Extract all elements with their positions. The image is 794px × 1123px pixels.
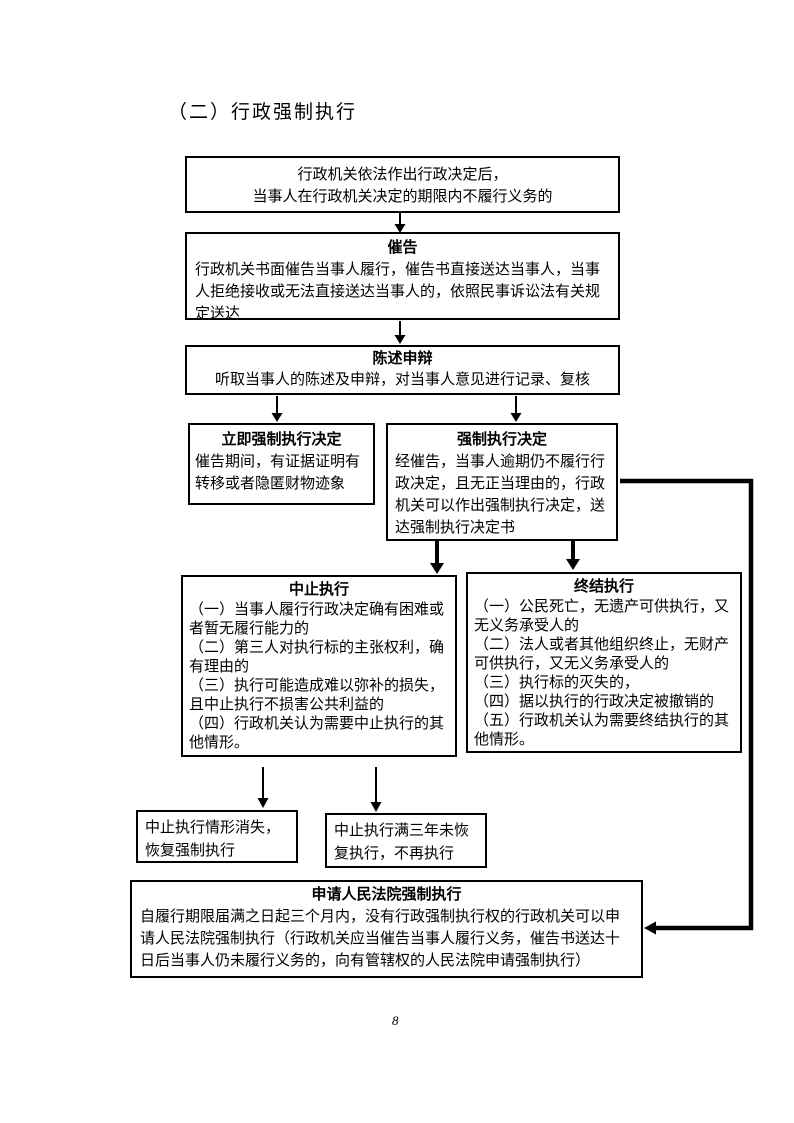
liji-title: 立即强制执行决定 [221,432,342,448]
page-number: 8 [392,1013,399,1028]
chenshu-title: 陈述申辩 [372,351,433,367]
mansan-body: 中止执行满三年未恢复执行，不再执行 [334,823,470,862]
zhongjie-item-4: （四）据以执行的行政决定被撤销的 [474,694,715,710]
qiangzhi-body: 经催告，当事人逾期仍不履行行政决定，且无正当理由的，行政机关可以作出强制执行决定… [395,454,606,536]
decision-line1: 行政机关依法作出行政决定后， [297,167,508,183]
chenshu-body: 听取当事人的陈述及申辩，对当事人意见进行记录、复核 [214,372,590,388]
arrow-decision-to-cuigao [394,213,406,233]
shenqing-title: 申请人民法院强制执行 [311,887,462,903]
box-cuigao-notice: 催告 行政机关书面催告当事人履行，催告书直接送达当事人，当事人拒绝接收或无法直接… [185,232,620,320]
arrow-qiangzhi-to-shenqing [620,478,754,935]
cuigao-body: 行政机关书面催告当事人履行，催告书直接送达当事人，当事人拒绝接收或无法直接送达当… [195,262,601,320]
qiangzhi-title: 强制执行决定 [456,432,547,448]
arrow-chenshu-to-qiangzhi [510,396,522,422]
xiaoshi-body: 中止执行情形消失，恢复强制执行 [145,820,281,859]
zhongzhi-item-2: （二）第三人对执行标的主张权利，确有理由的 [189,640,445,675]
arrow-cuigao-to-chenshu [394,321,406,344]
liji-body: 催告期间，有证据证明有转移或者隐匿财物迹象 [195,454,361,492]
zhongjie-item-2: （二）法人或者其他组织终止，无财产可供执行，又无义务承受人的 [474,637,730,672]
shenqing-body: 自履行期限届满之日起三个月内，没有行政强制执行权的行政机关可以申请人民法院强制执… [140,909,621,969]
box-circumstances-ceased-resume: 中止执行情形消失，恢复强制执行 [136,810,298,863]
zhongzhi-item-1: （一）当事人履行行政决定确有困难或者暂无履行能力的 [189,602,445,637]
zhongjie-item-5: （五）行政机关认为需要终结执行的其他情形。 [474,713,730,748]
box-terminate-enforcement: 终结执行 （一）公民死亡，无遗产可供执行，又无义务承受人的 （二）法人或者其他组… [466,572,742,753]
arrow-zhongzhi-to-mansan [370,767,382,812]
box-suspend-enforcement: 中止执行 （一）当事人履行行政决定确有困难或者暂无履行能力的 （二）第三人对执行… [181,575,457,757]
zhongzhi-title: 中止执行 [288,582,349,598]
box-statement-defense: 陈述申辩 听取当事人的陈述及申辩，对当事人意见进行记录、复核 [185,345,620,395]
zhongjie-title: 终结执行 [573,579,634,595]
box-apply-court-enforcement: 申请人民法院强制执行 自履行期限届满之日起三个月内，没有行政强制执行权的行政机关… [130,880,643,978]
arrow-zhongzhi-to-xiaoshi [257,767,269,808]
section-title: （二）行政强制执行 [168,102,358,123]
box-immediate-enforcement-decision: 立即强制执行决定 催告期间，有证据证明有转移或者隐匿财物迹象 [188,423,375,505]
zhongzhi-item-4: （四）行政机关认为需要中止执行的其他情形。 [189,716,445,751]
zhongzhi-item-3: （三）执行可能造成难以弥补的损失，且中止执行不损害公共利益的 [189,678,445,713]
arrow-chenshu-to-liji [271,396,283,422]
arrow-qiangzhi-to-zhongjie [566,541,580,570]
zhongjie-item-3: （三）执行标的灭失的， [474,675,640,691]
box-enforcement-decision: 强制执行决定 经催告，当事人逾期仍不履行行政决定，且无正当理由的，行政机关可以作… [386,423,618,541]
arrow-qiangzhi-to-zhongzhi [430,541,444,574]
decision-line2: 当事人在行政机关决定的期限内不履行义务的 [252,189,553,205]
box-administrative-decision: 行政机关依法作出行政决定后， 当事人在行政机关决定的期限内不履行义务的 [185,156,620,213]
cuigao-title: 催告 [387,240,418,256]
box-three-years-no-resume: 中止执行满三年未恢复执行，不再执行 [325,813,487,868]
zhongjie-item-1: （一）公民死亡，无遗产可供执行，又无义务承受人的 [474,599,730,634]
